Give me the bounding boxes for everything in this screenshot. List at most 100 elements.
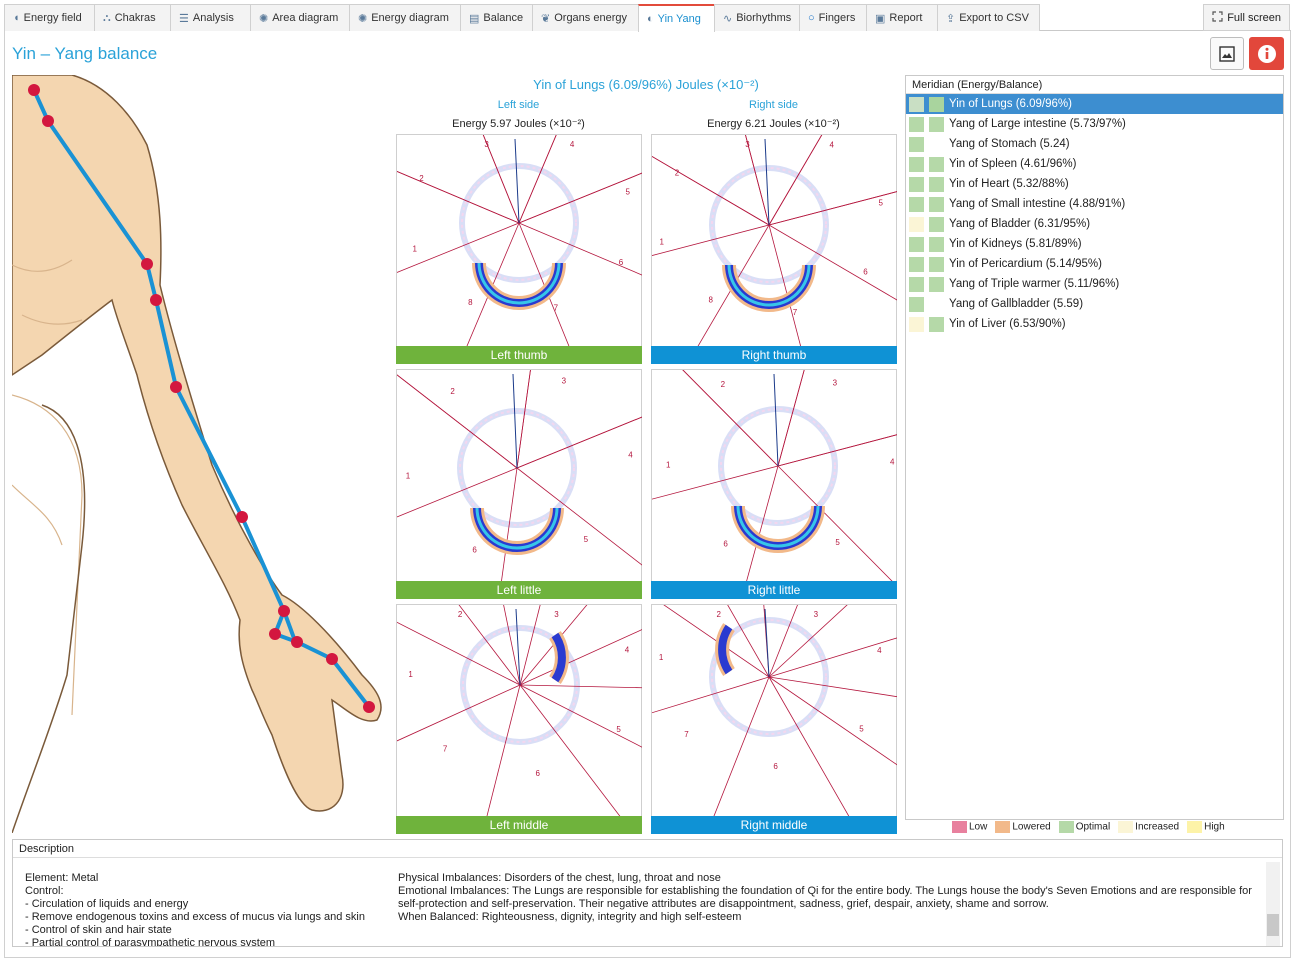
meridian-row[interactable]: Yin of Heart (5.32/88%) [906, 174, 1283, 194]
tab-biorhythms[interactable]: ∿Biorhythms [714, 4, 800, 31]
left-balance-swatch [909, 236, 924, 252]
content-frame [4, 31, 1291, 958]
tab-balance[interactable]: ▤Balance [460, 4, 533, 31]
energy-diagram-icon: ✺ [358, 12, 368, 25]
save-image-button[interactable] [1210, 37, 1244, 70]
svg-text:5: 5 [835, 538, 840, 547]
balance-icon: ▤ [469, 12, 480, 25]
meridian-label: Yang of Large intestine (5.73/97%) [949, 118, 1126, 130]
legend-swatch [995, 821, 1011, 833]
export-icon: ⇪ [946, 12, 956, 25]
fullscreen-button[interactable]: Full screen [1203, 4, 1290, 31]
left-balance-swatch [909, 136, 924, 152]
fullscreen-icon [1212, 10, 1223, 25]
svg-text:6: 6 [472, 545, 477, 554]
meridian-row[interactable]: Yang of Gallbladder (5.59) [906, 294, 1283, 314]
tab-fingers[interactable]: ○Fingers [799, 4, 867, 31]
tab-area-diagram[interactable]: ✺Area diagram [250, 4, 350, 31]
meridian-row[interactable]: Yin of Kidneys (5.81/89%) [906, 234, 1283, 254]
panel-footer-label: Left middle [396, 816, 642, 834]
arm-skin [12, 75, 382, 812]
tab-label: Yin Yang [657, 13, 701, 25]
panel-footer-label: Right thumb [651, 346, 897, 364]
meridian-row[interactable]: Yang of Triple warmer (5.11/96%) [906, 274, 1283, 294]
meridian-label: Yin of Lungs (6.09/96%) [949, 98, 1072, 110]
right-balance-swatch [929, 96, 944, 112]
panel-footer-label: Left little [396, 581, 642, 599]
svg-text:1: 1 [666, 460, 671, 469]
legend-swatch [952, 821, 967, 833]
biorhythms-icon: ∿ [723, 12, 733, 25]
meridian-label: Yin of Heart (5.32/88%) [949, 178, 1069, 190]
svg-text:4: 4 [628, 451, 633, 460]
meridian-row[interactable]: Yin of Lungs (6.09/96%) [906, 94, 1283, 114]
svg-text:5: 5 [859, 725, 864, 734]
meridian-row[interactable]: Yin of Liver (6.53/90%) [906, 314, 1283, 334]
svg-text:3: 3 [554, 610, 559, 619]
meridian-label: Yang of Triple warmer (5.11/96%) [949, 278, 1120, 290]
svg-text:6: 6 [535, 769, 540, 778]
info-icon [1257, 44, 1276, 63]
left-balance-swatch [909, 96, 924, 112]
left-balance-swatch [909, 196, 924, 212]
svg-text:8: 8 [468, 298, 473, 307]
svg-text:3: 3 [814, 610, 819, 619]
meridian-row[interactable]: Yang of Large intestine (5.73/97%) [906, 114, 1283, 134]
meridian-label: Yin of Liver (6.53/90%) [949, 318, 1066, 330]
left-energy-label: Energy 5.97 Joules (×10⁻²) [452, 118, 585, 130]
tab-energy-diagram[interactable]: ✺Energy diagram [349, 4, 461, 31]
page-title: Yin – Yang balance [12, 44, 158, 63]
tab-export-to-csv[interactable]: ⇪Export to CSV [937, 4, 1040, 31]
svg-text:7: 7 [443, 745, 448, 754]
svg-text:1: 1 [408, 670, 413, 679]
tab-label: Organs energy [554, 12, 627, 24]
left-balance-swatch [909, 156, 924, 172]
description-scrollbar[interactable] [1266, 862, 1280, 946]
info-button[interactable] [1249, 37, 1284, 70]
legend-label: Optimal [1075, 821, 1111, 833]
svg-text:5: 5 [584, 535, 589, 544]
tab-analysis[interactable]: ☰Analysis [170, 4, 251, 31]
svg-text:4: 4 [830, 141, 835, 150]
tab-label: Biorhythms [736, 12, 792, 24]
emotional-imbalances: Emotional Imbalances: The Lungs are resp… [398, 885, 1252, 910]
meridian-row[interactable]: Yang of Stomach (5.24) [906, 134, 1283, 154]
meridian-label: Yin of Kidneys (5.81/89%) [949, 238, 1082, 250]
arm-meridian-diagram [12, 75, 382, 833]
left-balance-swatch [909, 276, 924, 292]
meridian-row[interactable]: Yang of Small intestine (4.88/91%) [906, 194, 1283, 214]
description-element-text: Element: Metal Control: - Circulation of… [25, 872, 365, 946]
right-balance-swatch [929, 116, 944, 132]
tab-organs-energy[interactable]: ❦Organs energy [532, 4, 639, 31]
fingers-icon: ○ [808, 12, 815, 24]
organs-icon: ❦ [541, 12, 551, 25]
tab-chakras[interactable]: ⛬Chakras [94, 4, 171, 31]
meridian-row[interactable]: Yang of Bladder (6.31/95%) [906, 214, 1283, 234]
when-balanced: When Balanced: Righteousness, dignity, i… [398, 911, 742, 923]
left-balance-swatch [909, 316, 924, 332]
legend-swatch [1187, 821, 1203, 833]
left-side-label: Left side [497, 99, 540, 111]
meridian-row[interactable]: Yin of Spleen (4.61/96%) [906, 154, 1283, 174]
svg-text:3: 3 [833, 379, 838, 388]
left-balance-swatch [909, 176, 924, 192]
tab-label: Chakras [114, 12, 156, 24]
tab-yin-yang[interactable]: ◐Yin Yang [638, 4, 715, 32]
panel-footer-label: Left thumb [396, 346, 642, 364]
svg-text:8: 8 [708, 295, 713, 304]
tab-report[interactable]: ▣Report [866, 4, 938, 31]
svg-text:1: 1 [660, 238, 665, 247]
panel-footer-label: Right little [651, 581, 897, 599]
meridian-row[interactable]: Yin of Pericardium (5.14/95%) [906, 254, 1283, 274]
svg-text:2: 2 [450, 387, 455, 396]
svg-text:2: 2 [721, 380, 726, 389]
printer-icon: ▣ [875, 12, 886, 25]
legend-item: High [1187, 821, 1225, 833]
meridian-label: Yang of Stomach (5.24) [949, 138, 1070, 150]
svg-text:6: 6 [863, 268, 868, 277]
tab-energy-field[interactable]: ◖Energy field [4, 4, 95, 31]
legend-item: Lowered [995, 821, 1051, 833]
